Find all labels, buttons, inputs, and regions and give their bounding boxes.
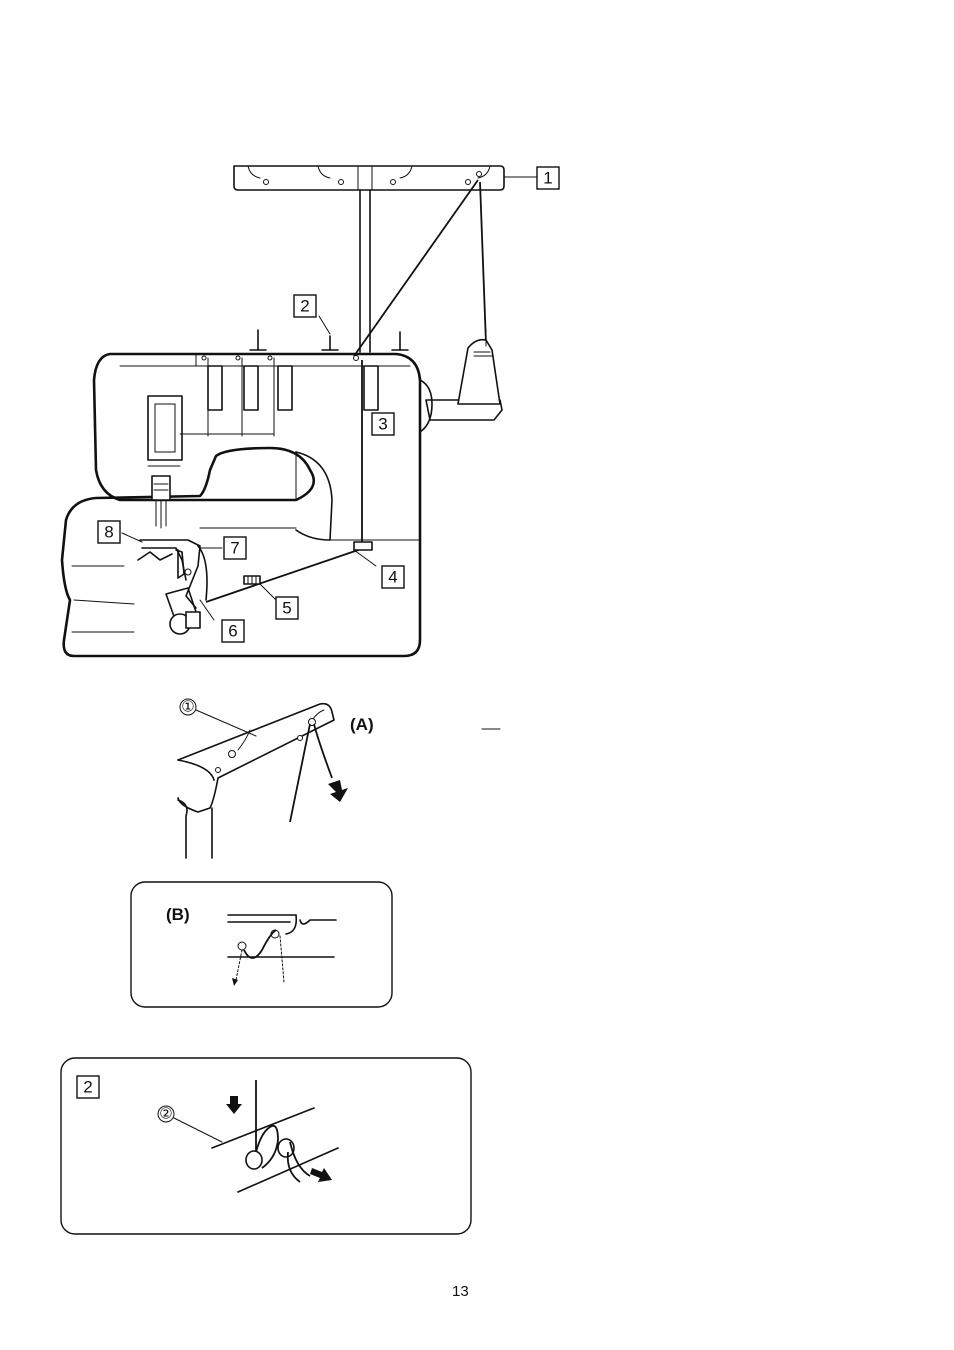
page-number: 13 <box>452 1283 492 1300</box>
detail-2-box-label: 2 <box>83 1078 92 1097</box>
thread-guide-bar <box>234 166 537 190</box>
detail-2-figure: 2 ② <box>61 1058 471 1234</box>
svg-text:3: 3 <box>378 415 387 434</box>
looper-mechanism <box>138 540 214 634</box>
svg-text:8: 8 <box>104 523 113 542</box>
callout-8: 8 <box>98 521 120 543</box>
svg-text:2: 2 <box>300 297 309 316</box>
front-panel <box>148 396 274 466</box>
callout-5: 5 <box>276 597 298 619</box>
needle-clamp <box>152 476 170 528</box>
pull-arrow-icon <box>328 780 348 802</box>
main-threading-figure: 1 2 3 4 5 6 7 8 <box>62 166 559 656</box>
callout-7: 7 <box>224 537 246 559</box>
tension-dials <box>202 356 378 437</box>
detail-b-figure: (B) <box>131 882 392 1007</box>
part-marker-2: ② <box>159 1106 172 1123</box>
svg-text:5: 5 <box>282 599 291 618</box>
serger-body <box>62 354 432 656</box>
spool-pins <box>250 316 408 350</box>
svg-text:6: 6 <box>228 622 237 641</box>
thread-path-1 <box>354 180 478 356</box>
detail-a-figure: ① (A) <box>178 699 500 859</box>
svg-text:7: 7 <box>230 539 239 558</box>
callout-1: 1 <box>537 167 559 189</box>
callout-3: 3 <box>372 413 394 435</box>
thread-cone <box>426 330 502 420</box>
svg-text:1: 1 <box>543 169 552 188</box>
part-marker-1: ① <box>181 699 194 716</box>
callout-2: 2 <box>294 295 316 317</box>
thread-from-cone <box>480 182 486 344</box>
callout-6: 6 <box>222 620 244 642</box>
detail-b-label: (B) <box>166 905 190 924</box>
thread-guide-4 <box>354 542 372 550</box>
svg-text:4: 4 <box>388 568 397 587</box>
detail-a-label: (A) <box>350 715 374 734</box>
callout-4: 4 <box>382 566 404 588</box>
